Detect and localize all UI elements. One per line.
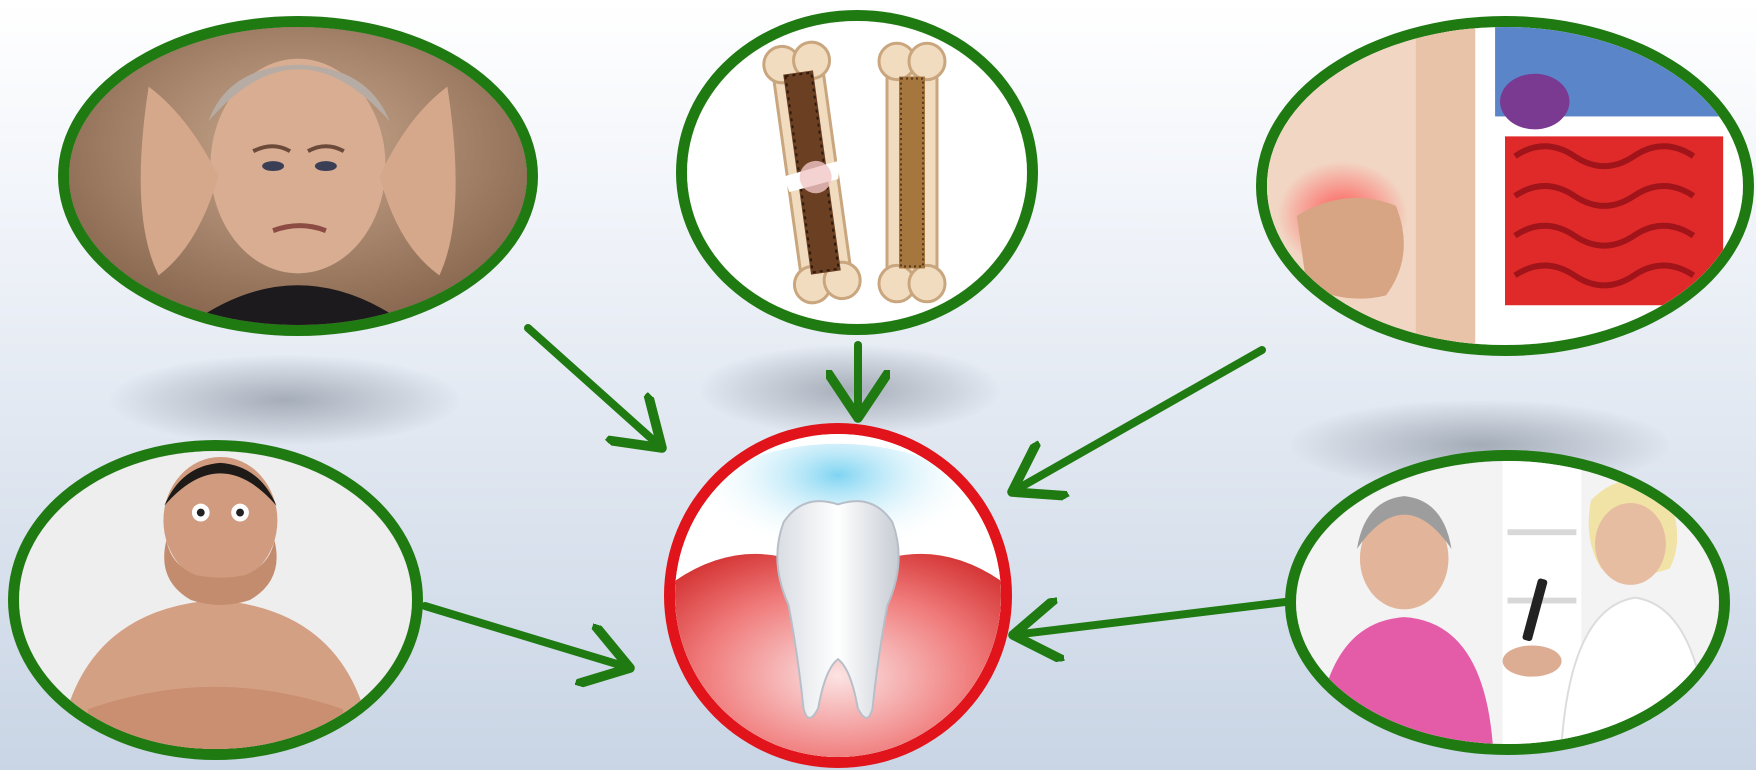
center-tooth <box>664 423 1012 768</box>
node-fear <box>8 440 423 760</box>
blood-glucose-test-illustration <box>1296 461 1719 744</box>
intestines-pain-illustration <box>1267 27 1743 345</box>
node-stress <box>58 16 538 336</box>
node-digestive <box>1256 16 1754 356</box>
arrow-digestive-to-center <box>1012 350 1262 492</box>
node-diabetes <box>1285 450 1730 755</box>
tooth-gum-icon <box>675 434 1001 757</box>
woman-headache-illustration <box>69 27 527 325</box>
arrow-stress-to-center <box>528 328 662 448</box>
arrow-diabetes-to-center <box>1013 602 1285 635</box>
frightened-man-illustration <box>19 451 412 749</box>
node-bones <box>676 10 1038 335</box>
bone-fracture-illustration <box>687 21 1027 324</box>
arrow-fear-to-center <box>425 606 630 668</box>
